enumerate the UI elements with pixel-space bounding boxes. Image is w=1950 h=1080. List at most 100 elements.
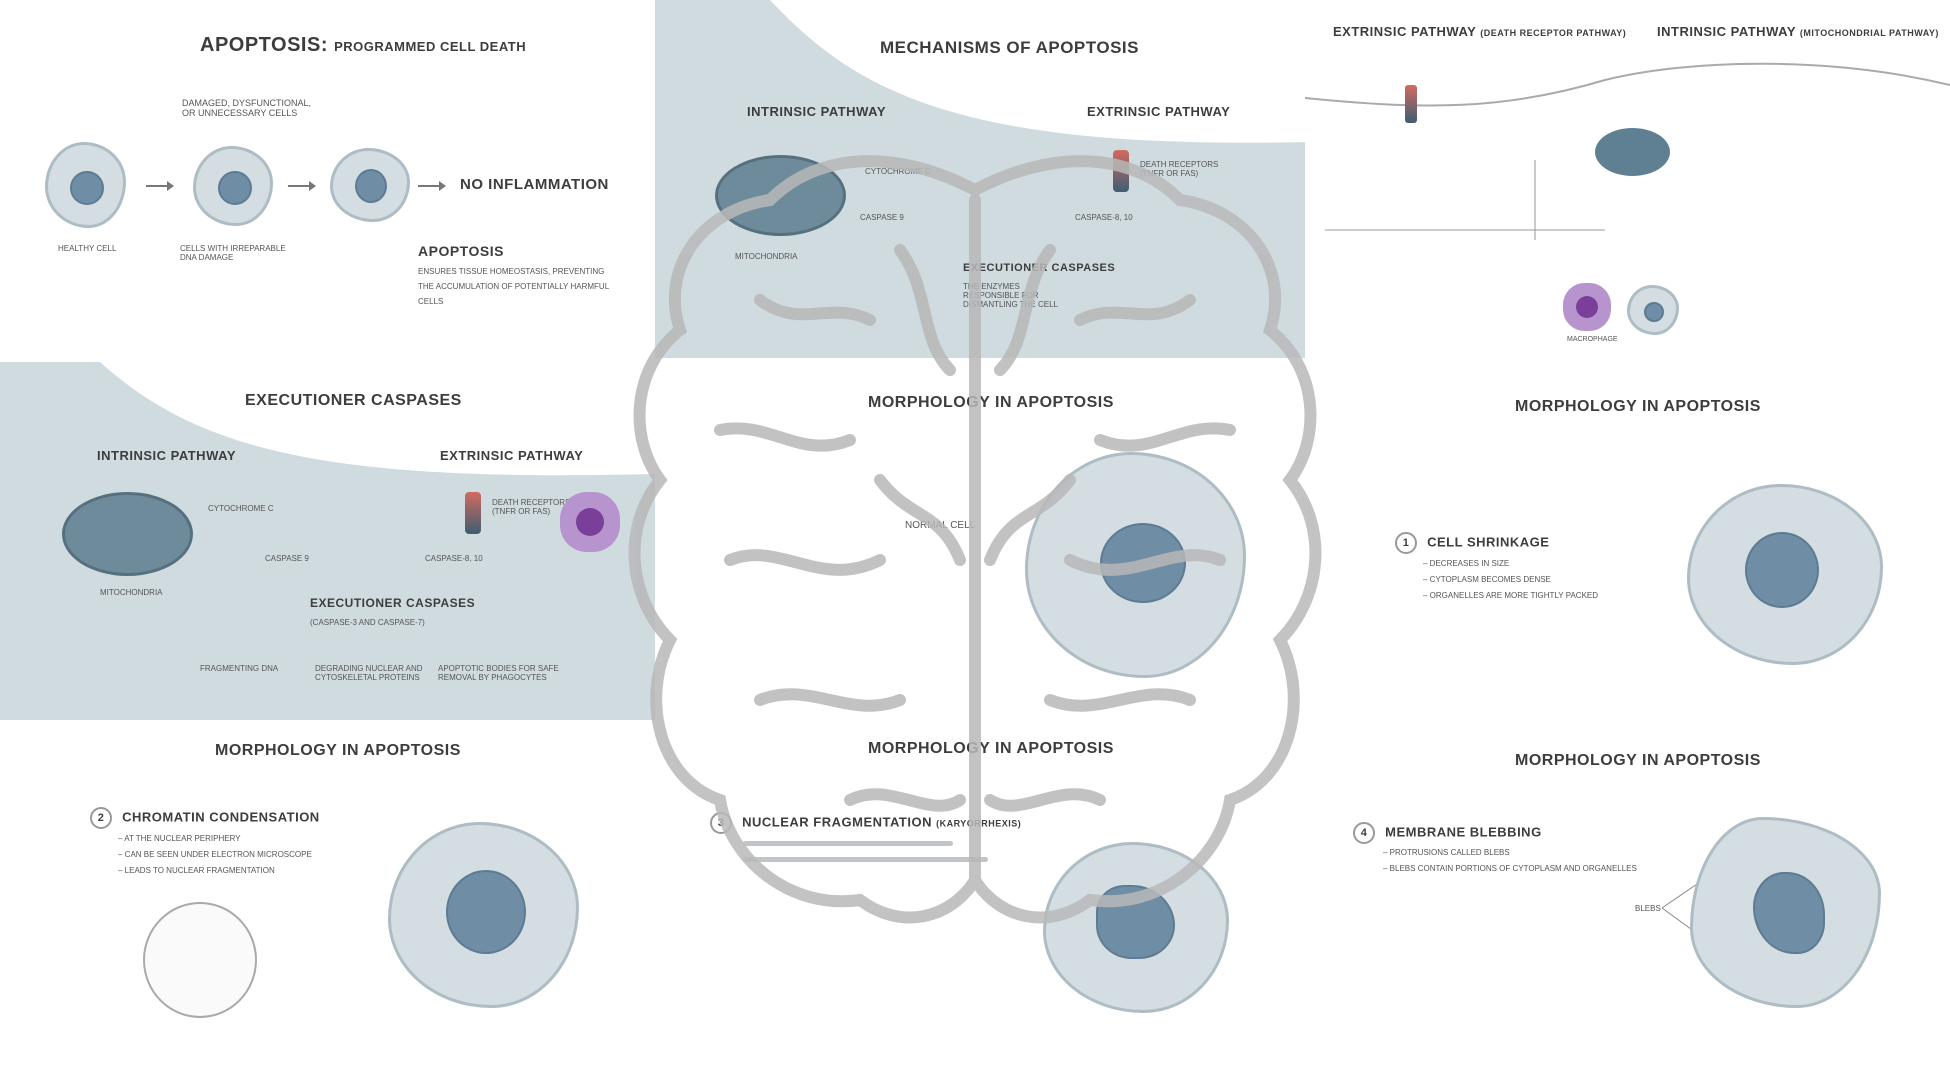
executioner-out2: Degrading nuclear and cytoskeletal prote… <box>315 664 423 682</box>
morph-nuclear-heading: 3 Nuclear fragmentation (karyorrhexis) <box>710 812 1021 834</box>
mechanisms-extrinsic: Extrinsic pathway <box>1087 104 1231 119</box>
morph-shrinkage-panel: Morphology in apoptosis 1 Cell shrinkage… <box>1305 362 1950 722</box>
executioner-mitochondria: Mitochondria <box>100 588 163 597</box>
morph-normal-title: Morphology in apoptosis <box>868 394 1114 411</box>
mechanisms-mitochondria: Mitochondria <box>735 252 798 261</box>
pathways-macrophage: Macrophage <box>1567 336 1618 343</box>
executioner-title: Executioner caspases <box>245 392 462 409</box>
mechanisms-panel: Mechanisms of apoptosis Intrinsic pathwa… <box>655 0 1305 358</box>
pathways-intrinsic-label: Intrinsic pathway <box>1657 24 1796 39</box>
pathways-extrinsic-title: Extrinsic pathway (death receptor pathwa… <box>1333 24 1626 39</box>
arrow <box>418 181 446 191</box>
intro-title: Apoptosis: programmed cell death <box>200 34 526 57</box>
mechanisms-cytochrome: Cytochrome C <box>865 167 931 176</box>
step-number: 4 <box>1353 822 1375 844</box>
executioner-death-receptors: Death receptors (TNFR or FAS) <box>492 498 571 516</box>
mechanisms-title: Mechanisms of apoptosis <box>880 38 1139 57</box>
nucleus <box>1753 872 1825 954</box>
arrow <box>146 181 174 191</box>
morph-chromatin-panel: Morphology in apoptosis 2 Chromatin cond… <box>0 722 655 1080</box>
bullet: – Cytoplasm becomes dense <box>1423 575 1551 584</box>
intro-title-sub: programmed cell death <box>334 39 527 54</box>
morph-blebbing-title: Morphology in apoptosis <box>1515 752 1761 769</box>
heading-text: Cell shrinkage <box>1427 534 1550 550</box>
nucleus <box>355 169 387 203</box>
morph-shrinkage-heading: 1 Cell shrinkage <box>1395 532 1549 554</box>
mitochondrion-icon <box>715 155 846 236</box>
pathways-intrinsic-title: Intrinsic pathway (mitochondrial pathway… <box>1657 24 1939 39</box>
apoptosis-desc: Ensures tissue homeostasis, preventing t… <box>418 267 609 306</box>
step-number: 1 <box>1395 532 1417 554</box>
heading-text: Chromatin condensation <box>122 809 320 825</box>
blebs-label: Blebs <box>1635 904 1661 913</box>
shrunken-cell <box>1687 484 1883 665</box>
mechanisms-death-receptors: Death receptors (TNFR or FAS) <box>1140 160 1219 178</box>
morph-nuclear-title: Morphology in apoptosis <box>868 740 1114 757</box>
bullet: – Blebs contain portions of cytoplasm an… <box>1383 864 1637 873</box>
electron-micrograph-icon <box>143 902 257 1018</box>
executioner-intrinsic: Intrinsic pathway <box>97 448 236 463</box>
bullet: – Decreases in size <box>1423 559 1510 568</box>
mechanisms-caspase9: Caspase 9 <box>860 213 904 222</box>
morph-chromatin-heading: 2 Chromatin condensation <box>90 807 320 829</box>
executioner-main: Executioner caspases <box>310 596 476 610</box>
morph-shrinkage-title: Morphology in apoptosis <box>1515 398 1761 415</box>
nucleus <box>1096 885 1175 959</box>
label-dna: Cells with irreparable DNA damage <box>180 244 286 262</box>
fragmented-cell <box>1043 842 1229 1013</box>
apoptotic-cell <box>1627 285 1679 335</box>
executioner-out1: Fragmenting DNA <box>200 664 279 673</box>
mitochondrion-icon <box>62 492 193 576</box>
bullet-unreadable <box>743 841 953 846</box>
pathways-panel: Extrinsic pathway (death receptor pathwa… <box>1305 0 1950 360</box>
pathways-extrinsic-label: Extrinsic pathway <box>1333 24 1477 39</box>
intro-panel: Apoptosis: programmed cell death Damaged… <box>0 0 650 360</box>
mechanisms-intrinsic: Intrinsic pathway <box>747 104 886 119</box>
normal-cell <box>1025 452 1246 678</box>
nucleus <box>1100 523 1186 603</box>
mechanisms-executioner: Executioner caspases <box>963 262 1116 274</box>
executioner-caspase9: Caspase 9 <box>265 554 309 563</box>
bullet: – Leads to nuclear fragmentation <box>118 866 275 875</box>
no-inflammation: No inflammation <box>460 176 609 193</box>
heading-sub: (karyorrhexis) <box>936 818 1022 829</box>
step-number: 3 <box>710 812 732 834</box>
nucleus <box>446 870 526 954</box>
nucleus <box>70 171 104 205</box>
executioner-cytochrome: Cytochrome C <box>208 504 274 513</box>
macrophage-icon <box>560 492 620 552</box>
heading-text: Membrane blebbing <box>1385 824 1542 840</box>
nucleus <box>1745 532 1819 608</box>
bullet-unreadable <box>743 857 988 862</box>
executioner-sub: (Caspase-3 and Caspase-7) <box>310 618 425 627</box>
bullet: – Can be seen under electron microscope <box>118 850 312 859</box>
label-healthy: Healthy cell <box>58 244 117 253</box>
executioner-panel: Executioner caspases Intrinsic pathway E… <box>0 362 655 720</box>
mechanisms-caspase810: Caspase-8, 10 <box>1075 213 1133 222</box>
arrow <box>288 181 316 191</box>
bullet: – At the nuclear periphery <box>118 834 241 843</box>
pathways-extrinsic-sub: (death receptor pathway) <box>1480 28 1627 38</box>
mechanisms-executioner-desc: The enzymes responsible for dismantling … <box>963 282 1058 309</box>
executioner-extrinsic: Extrinsic pathway <box>440 448 584 463</box>
mitochondrion-icon <box>1595 128 1670 176</box>
morph-normal-label: Normal cell <box>905 520 976 531</box>
intro-title-main: Apoptosis: <box>200 34 328 56</box>
panel-background-shape <box>0 362 655 720</box>
label-damaged: Damaged, dysfunctional, or unnecessary c… <box>182 98 312 118</box>
morph-chromatin-title: Morphology in apoptosis <box>215 742 461 759</box>
healthy-cell <box>45 142 126 228</box>
morph-normal-panel: Morphology in apoptosis Normal cell <box>655 362 1305 722</box>
step-number: 2 <box>90 807 112 829</box>
nucleus <box>1644 302 1664 322</box>
blebbing-cell <box>1690 817 1881 1008</box>
macrophage-icon <box>1563 283 1611 331</box>
morph-blebbing-panel: Morphology in apoptosis 4 Membrane blebb… <box>1305 722 1950 1080</box>
damaged-cell <box>193 146 273 226</box>
pathways-intrinsic-sub: (mitochondrial pathway) <box>1799 28 1939 38</box>
apoptotic-cell <box>330 148 410 222</box>
blebs-pointer-lines <box>1661 883 1698 933</box>
morph-blebbing-heading: 4 Membrane blebbing <box>1353 822 1542 844</box>
apoptosis-heading: Apoptosis <box>418 243 504 259</box>
bullet: – Protrusions called blebs <box>1383 848 1510 857</box>
